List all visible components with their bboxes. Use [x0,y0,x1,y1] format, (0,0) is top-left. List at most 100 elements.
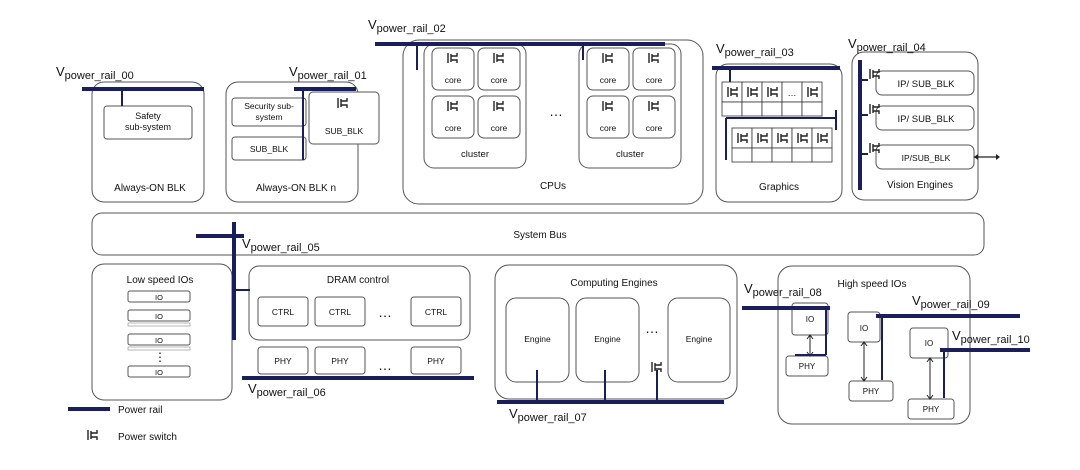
hs-phy-box-2 [848,380,894,402]
low-speed-io-label: IO [155,368,163,377]
graphics-cell [801,81,823,103]
dram-ctrl-box [314,296,366,327]
high-speed-ios-block: High speed IOs IO PHY IO PHY IO PHY [777,265,971,425]
hs-io-box-3 [909,327,949,359]
power-rails [82,42,1030,404]
system-bus: System Bus [91,212,985,256]
graphics-ellipsis: … [788,88,797,98]
graphics-cell [721,81,743,103]
rail-label-05: Vpower_rail_05 [242,236,320,254]
cpu-core-box [477,95,521,139]
always-on-blk-n-title: Always-ON BLK n [256,183,336,194]
graphics-cell [771,127,793,149]
low-speed-io-label: IO [155,336,163,345]
low-speed-ios-title: Low speed IOs [127,275,194,286]
engines-ellipsis: … [645,320,659,336]
system-bus-label: System Bus [513,230,566,241]
graphics-cell [751,127,773,149]
dram-phy-label: PHY [331,356,349,366]
hs-phy-label-2: PHY [863,387,880,396]
dram-phy-box [410,346,462,375]
dram-ctrl-label: CTRL [425,307,447,317]
graphics-cell [761,101,783,117]
hs-phy-label-3: PHY [923,405,940,414]
legend-power-rail-label: Power rail [118,405,162,416]
low-speed-dots: ⋮ [154,350,166,364]
dram-phy-box [314,346,366,375]
legend: Power rail Power switch [68,405,177,443]
cpu-ellipsis: … [549,103,563,119]
graphics-cell [801,101,823,117]
engine-label: Engine [594,334,621,344]
graphics-cell [811,127,833,149]
low-speed-io-box [127,290,191,303]
rail-label-08: Vpower_rail_08 [744,281,822,299]
graphics-cell [791,127,813,149]
vision-ip-label-1: IP/ SUB_BLK [897,79,955,90]
high-speed-ios-title: High speed IOs [838,279,907,290]
cpu-core-label: core [445,75,462,85]
dram-ctrl-ellipsis: … [378,304,392,320]
cpu-core-label: core [445,123,462,133]
computing-engines-title: Computing Engines [570,278,657,289]
cpu-core-box [586,95,630,139]
vision-ip-label-2: IP/ SUB_BLK [897,114,955,125]
graphics-cell [761,81,783,103]
cpu-core-box [477,47,521,91]
cpu-core-label: core [491,123,508,133]
cpu-core-label: core [491,75,508,85]
rail-label-07: Vpower_rail_07 [509,406,587,424]
graphics-cell [771,147,793,163]
graphics-cell [791,147,813,163]
hs-phy-box-3 [907,398,955,420]
graphics-cell [781,101,803,117]
low-speed-io-label: IO [155,293,163,302]
rail-label-04: Vpower_rail_04 [848,36,926,54]
engine-box [667,297,731,383]
rail-label-02: Vpower_rail_02 [368,17,446,35]
rail-label-01: Vpower_rail_01 [289,64,367,82]
cpu-core-label: core [600,75,617,85]
engine-label: Engine [524,334,551,344]
cpu-core-box [632,95,676,139]
dram-phy-box [257,346,309,375]
graphics-block: … Graphics [715,63,843,203]
dram-phy-ellipsis: … [378,357,392,373]
graphics-cell [751,147,773,163]
dram-phy-label: PHY [274,356,292,366]
dram-phy-label: PHY [427,356,445,366]
graphics-cell [721,101,743,117]
dram-ctrl-label: CTRL [329,307,351,317]
cpu-core-box [431,47,475,91]
rail-label-10: Vpower_rail_10 [952,328,1030,346]
cpu-core-label: core [600,123,617,133]
graphics-cell [741,81,763,103]
vision-ip-box-2 [875,105,975,131]
rail-label-06: Vpower_rail_06 [248,381,326,399]
cpu-core-box [431,95,475,139]
sub-blk-switched-box [308,91,380,145]
sub-blk-switched-label: SUB_BLK [325,126,364,136]
vision-engines-title: Vision Engines [887,180,953,191]
rail-label-09: Vpower_rail_09 [912,293,990,311]
legend-power-switch-label: Power switch [118,432,177,443]
safety-label-2: sub-system [125,122,171,132]
graphics-cell [811,147,833,163]
graphics-cell [731,147,753,163]
always-on-blk-title: Always-ON BLK [114,183,186,194]
cpu-core-box [586,47,630,91]
vision-ip-box-1 [875,70,975,96]
power-switch-icon [87,429,98,441]
safety-label-1: Safety [135,111,161,121]
always-on-blk: Safety sub-system Always-ON BLK [91,81,205,203]
cluster-label: cluster [461,149,489,160]
engine-box [575,297,640,383]
cpu-core-label: core [646,75,663,85]
security-label-2: system [256,112,283,122]
graphics-cell [731,127,753,149]
always-on-blk-n: Security sub- system SUB_BLK SUB_BLK Alw… [225,81,380,203]
